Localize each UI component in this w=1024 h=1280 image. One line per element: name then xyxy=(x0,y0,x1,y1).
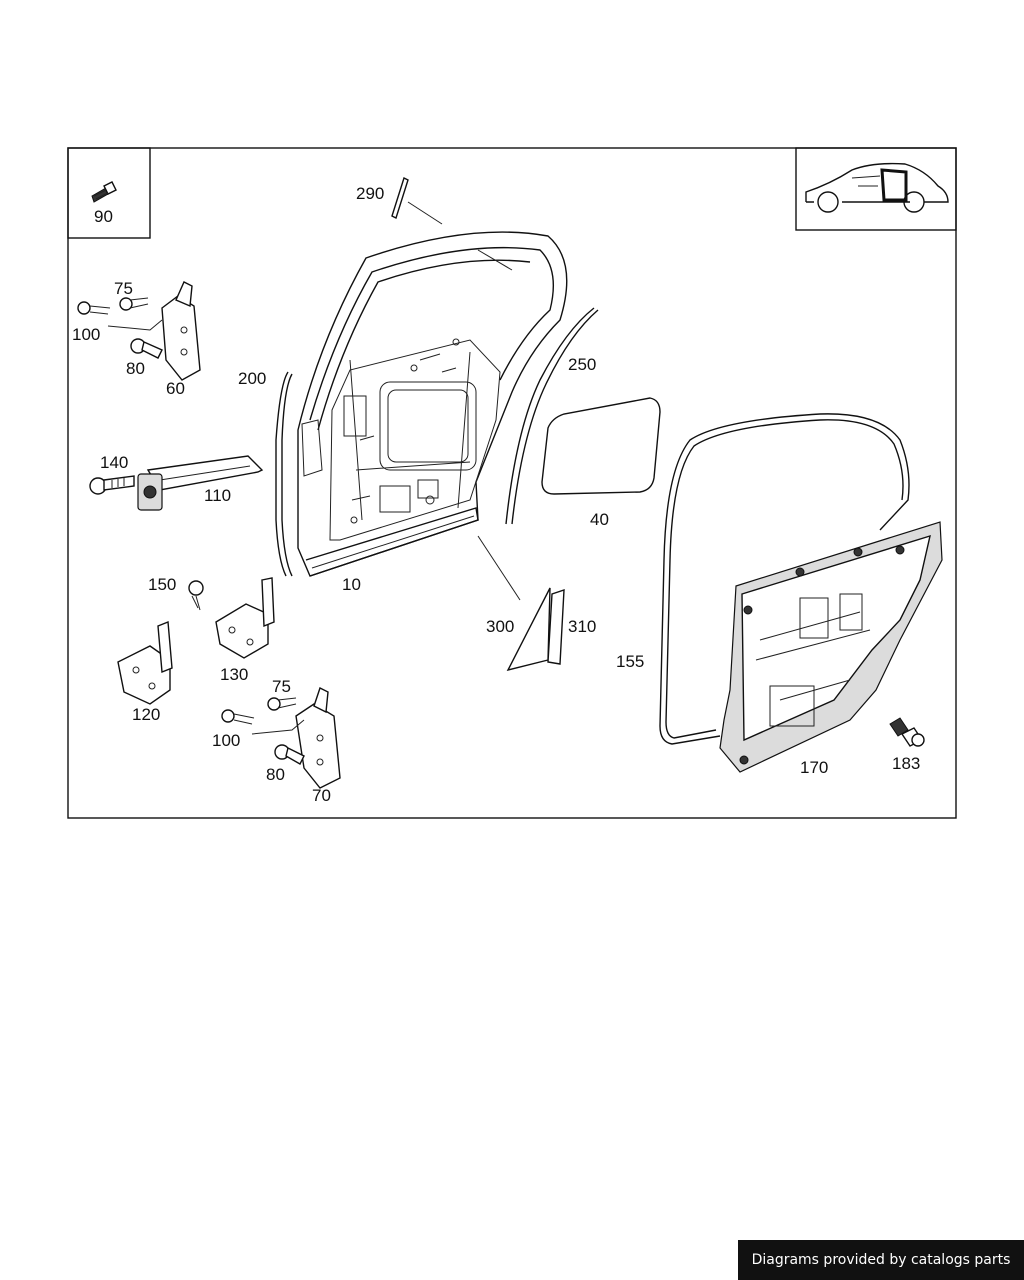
callout-200: 200 xyxy=(238,369,266,388)
screw-100-lower xyxy=(221,709,305,735)
window-channel-250 xyxy=(505,307,595,525)
door-seal-155 xyxy=(659,413,910,745)
hinge-70 xyxy=(295,687,341,789)
callout-183: 183 xyxy=(892,754,920,773)
bolt-80-lower xyxy=(274,744,305,765)
callout-10: 10 xyxy=(342,575,361,594)
door-shell-10 xyxy=(297,231,568,577)
bolt-icon-90 xyxy=(91,181,117,203)
trim-panel-170 xyxy=(719,521,943,773)
door-check-110 xyxy=(137,455,264,511)
bolt-80-upper xyxy=(130,338,163,359)
callout-90: 90 xyxy=(94,207,113,226)
inset-box-90 xyxy=(67,147,151,239)
bolt-140 xyxy=(89,475,135,495)
hinge-120 xyxy=(117,620,173,705)
screw-75-upper xyxy=(119,297,149,311)
callout-250: 250 xyxy=(568,355,596,374)
callout-130: 130 xyxy=(220,665,248,684)
callout-80-upper: 80 xyxy=(126,359,145,378)
inset-box-car xyxy=(795,147,957,231)
credit-banner: Diagrams provided by catalogs parts xyxy=(738,1240,1024,1280)
trim-strip-290 xyxy=(391,177,409,219)
callout-120: 120 xyxy=(132,705,160,724)
callout-155: 155 xyxy=(616,652,644,671)
callout-140: 140 xyxy=(100,453,128,472)
hinge-60 xyxy=(161,281,201,381)
diagram-frame xyxy=(67,147,957,819)
callout-70: 70 xyxy=(312,786,331,805)
screw-75-lower xyxy=(267,697,297,711)
car-silhouette-icon xyxy=(805,162,949,213)
callout-110: 110 xyxy=(204,486,231,505)
seal-200 xyxy=(275,371,289,577)
callout-100-upper: 100 xyxy=(72,325,100,344)
triangle-trim-310 xyxy=(547,589,565,665)
screw-100-upper xyxy=(77,301,163,331)
callout-80-lower: 80 xyxy=(266,765,285,784)
callout-300: 300 xyxy=(486,617,514,636)
callout-290: 290 xyxy=(356,184,384,203)
callout-40: 40 xyxy=(590,510,609,529)
window-glass-40 xyxy=(541,397,661,495)
triangle-trim-300 xyxy=(506,587,551,672)
callout-150: 150 xyxy=(148,575,176,594)
callout-170: 170 xyxy=(800,758,828,777)
callout-310: 310 xyxy=(568,617,596,636)
callout-100-lower: 100 xyxy=(212,731,240,750)
callout-75-upper: 75 xyxy=(114,279,133,298)
callout-75-lower: 75 xyxy=(272,677,291,696)
clip-183 xyxy=(889,717,925,747)
callout-60: 60 xyxy=(166,379,185,398)
hinge-130 xyxy=(215,577,275,659)
screw-150 xyxy=(188,580,204,611)
